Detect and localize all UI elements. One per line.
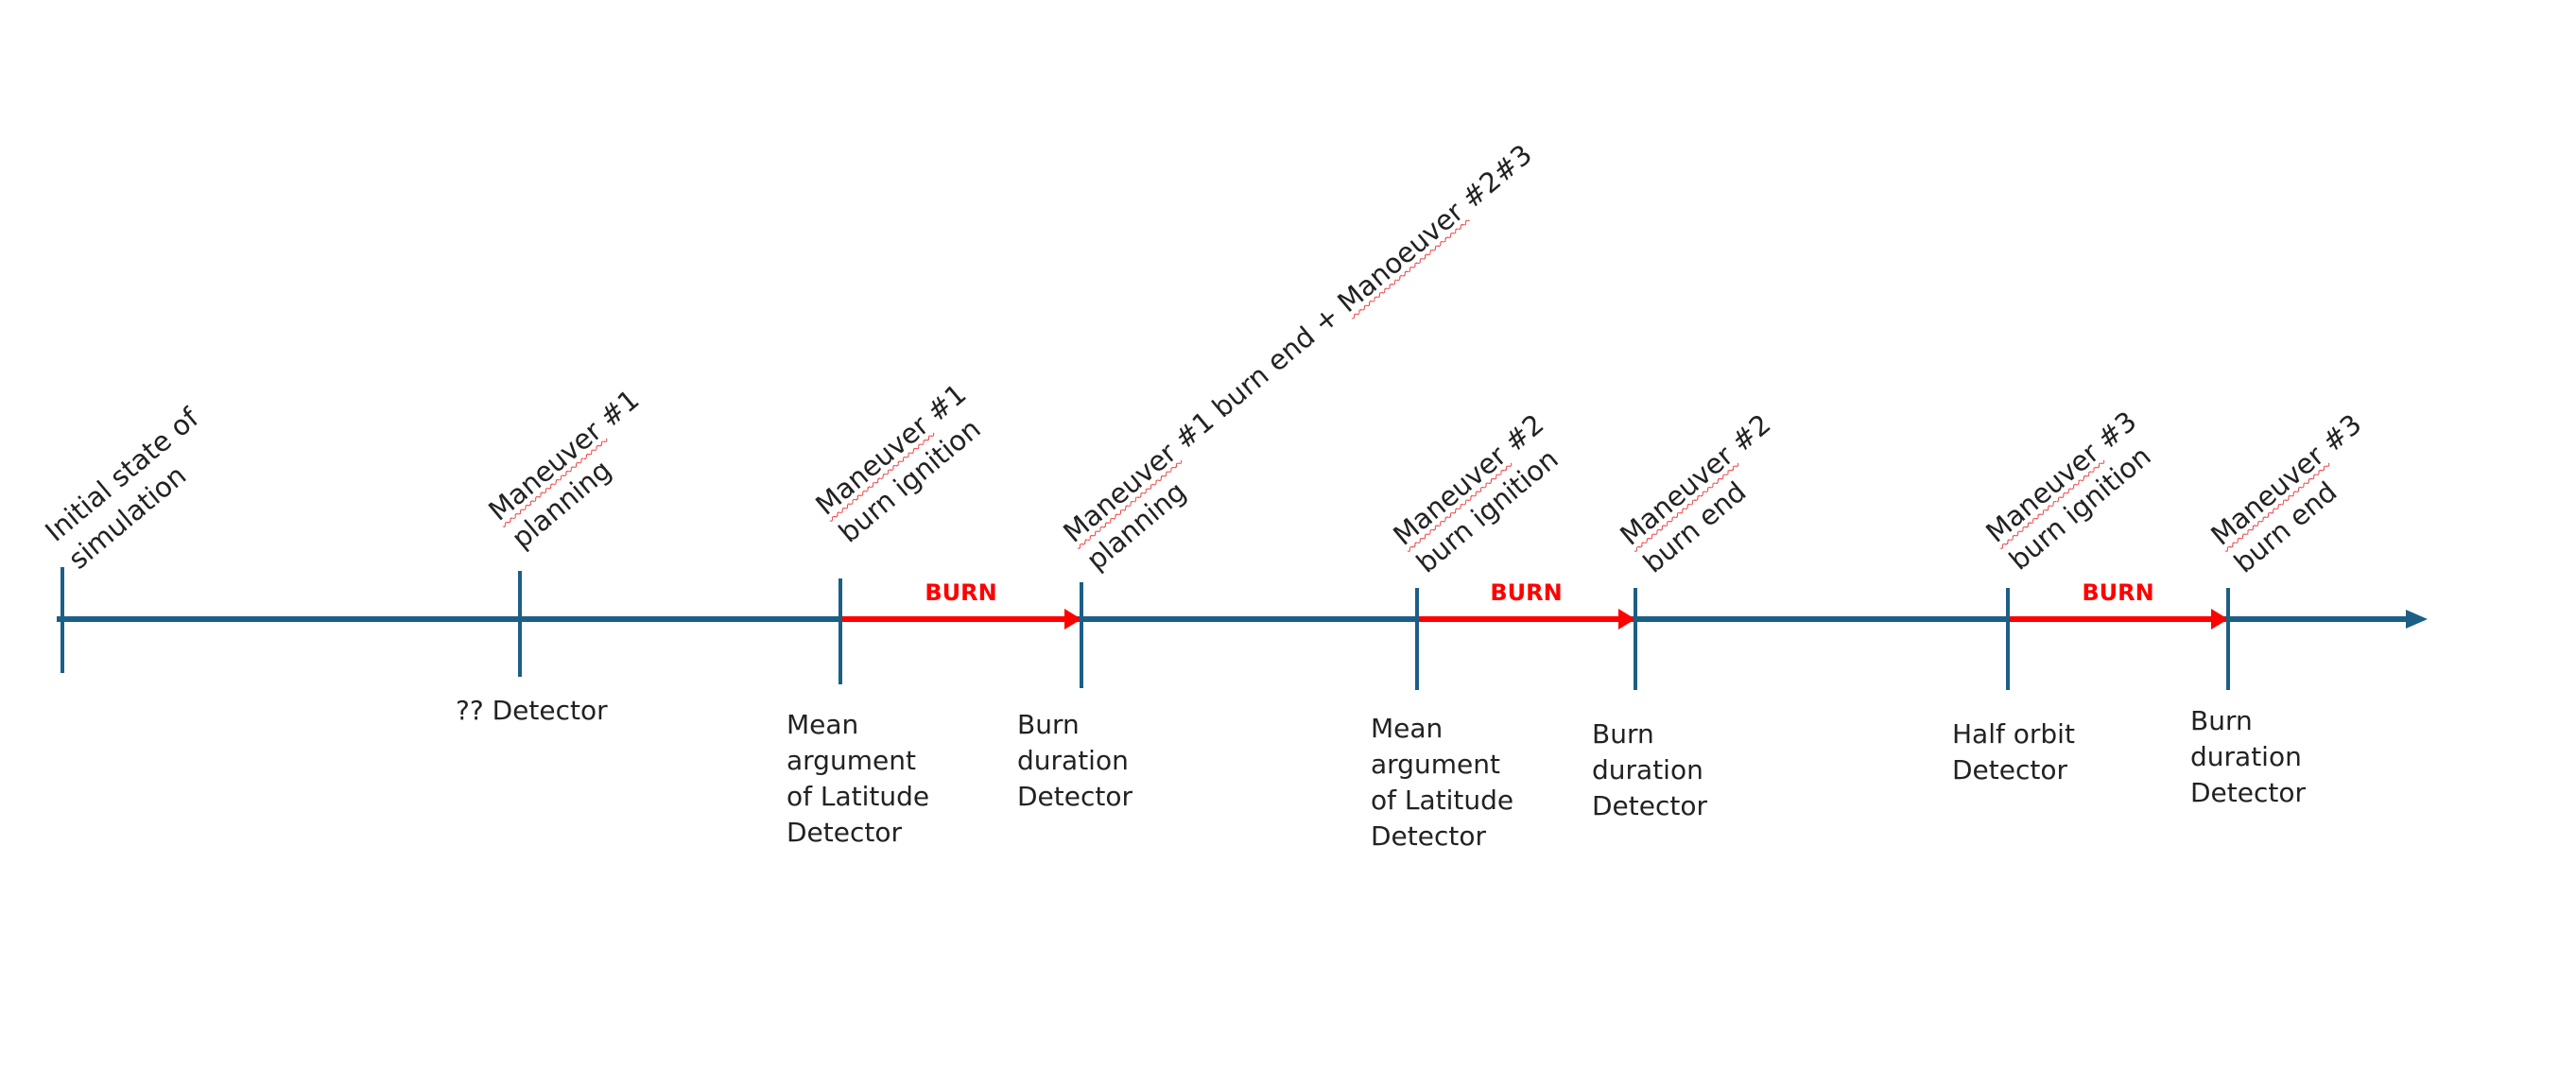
axis-arrowhead-icon (2406, 610, 2428, 629)
detector-label-line: Detector (1371, 820, 1487, 852)
detector-label-line: duration (1017, 745, 1129, 776)
detector-label-line: argument (1371, 749, 1500, 780)
burn-arrowhead-icon (1618, 609, 1635, 630)
detector-label-line: argument (787, 745, 916, 776)
detector-label-line: Mean (1371, 713, 1444, 744)
detector-label-line: Detector (1017, 781, 1133, 812)
detector-label-line: of Latitude (1371, 785, 1514, 816)
detector-label-line: duration (1592, 754, 1703, 785)
detector-label-line: ?? Detector (456, 695, 608, 726)
burn-arrowhead-icon (2211, 609, 2228, 630)
detector-label-m1-planning: ?? Detector (456, 693, 608, 729)
detector-label-line: Burn (1592, 718, 1654, 750)
detector-label-line: Detector (1592, 790, 1708, 821)
burn-arrowhead-icon (1064, 609, 1081, 630)
detector-label-line: Half orbit (1952, 718, 2075, 750)
burn-label: BURN (1490, 579, 1563, 606)
detector-label-line: Detector (787, 817, 903, 848)
detector-label-line: Detector (2190, 777, 2307, 808)
detector-label-line: Burn (1017, 709, 1080, 740)
detector-label-line: of Latitude (787, 781, 930, 812)
detector-label-line: Mean (787, 709, 859, 740)
detector-label-line: Detector (1952, 754, 2068, 785)
burn-label: BURN (2082, 579, 2154, 606)
detector-label-line: Burn (2190, 705, 2253, 736)
detector-label-line: duration (2190, 741, 2302, 772)
burn-label: BURN (925, 579, 997, 606)
